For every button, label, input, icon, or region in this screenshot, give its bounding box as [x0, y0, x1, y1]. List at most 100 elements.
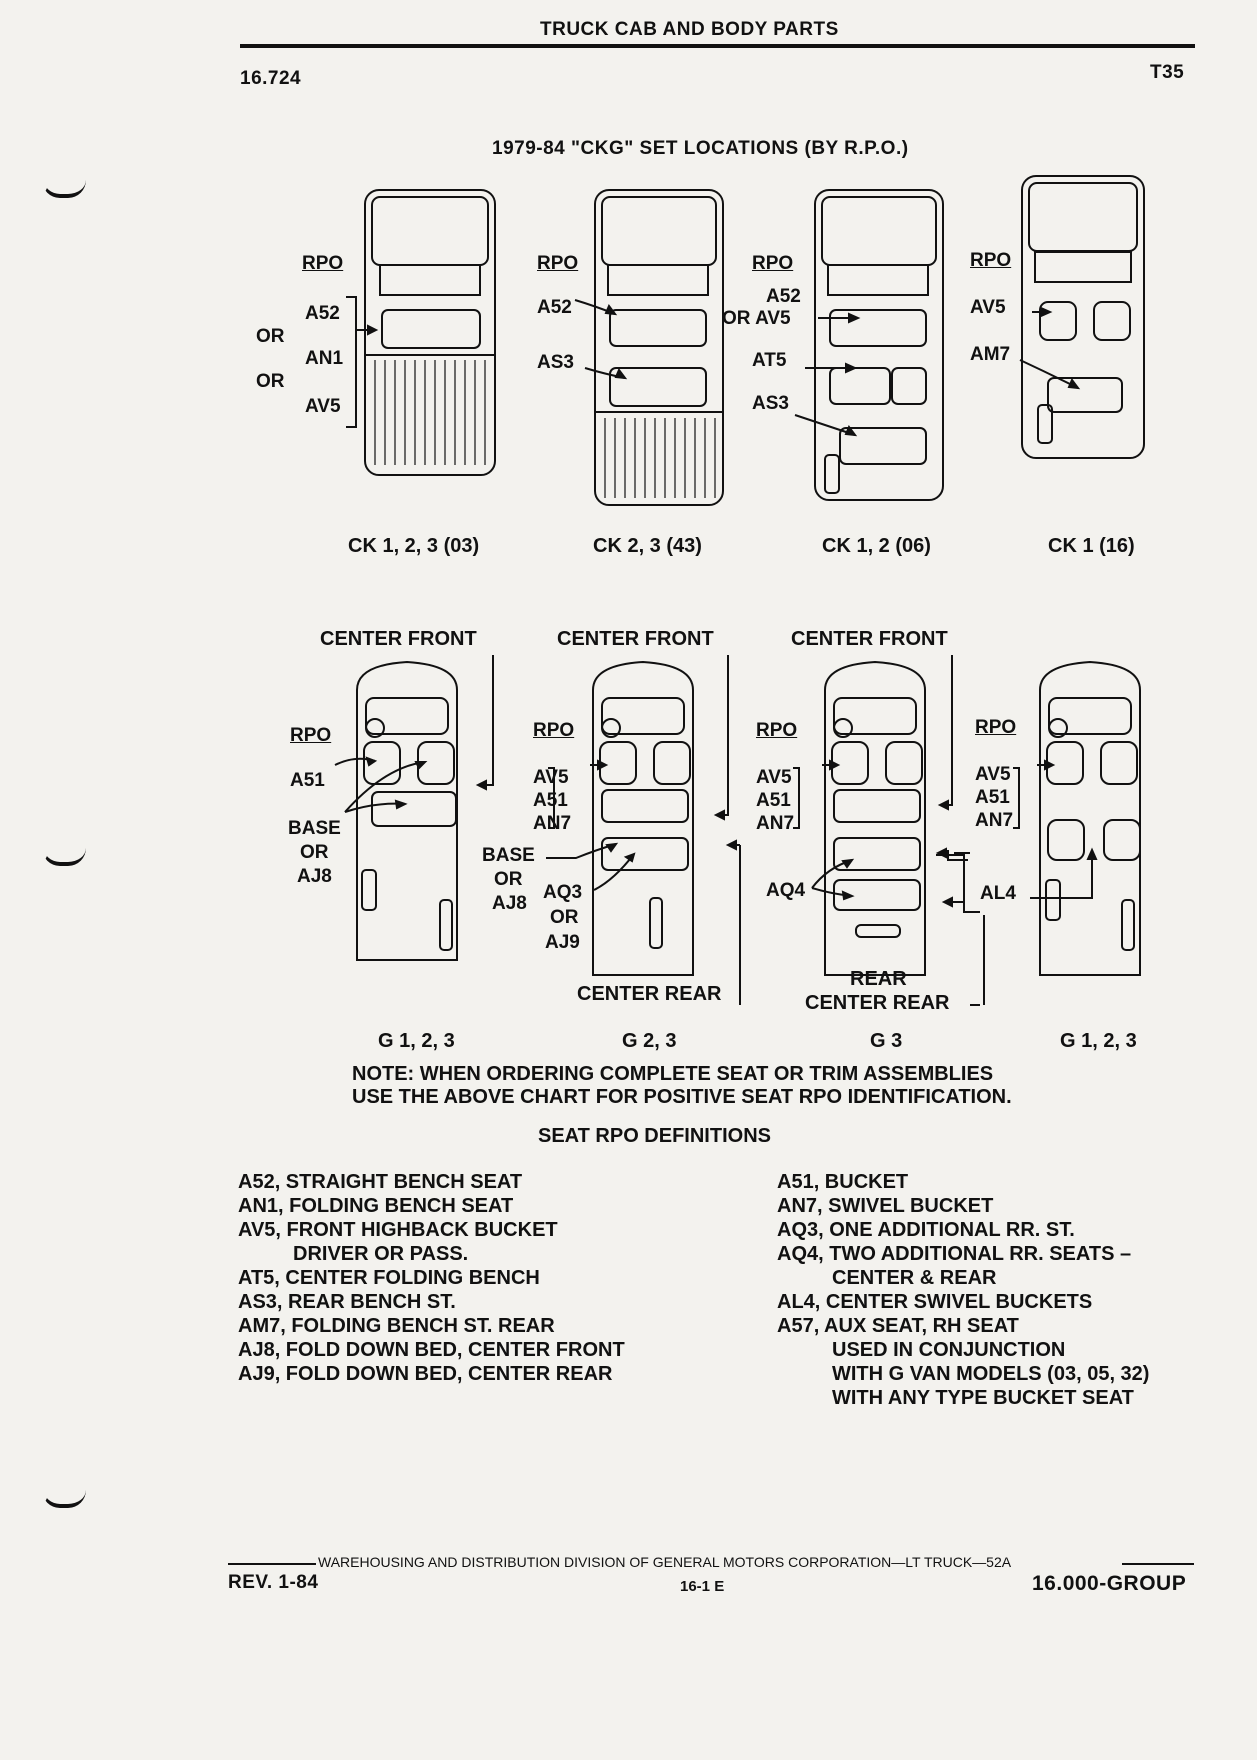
- definition-an7: AN7, SWIVEL BUCKET: [777, 1195, 994, 1217]
- page-title: TRUCK CAB AND BODY PARTS: [540, 19, 839, 40]
- caption-g-1-2-3-a: G 1, 2, 3: [378, 1030, 455, 1052]
- definition-an1: AN1, FOLDING BENCH SEAT: [238, 1195, 514, 1217]
- or-label-g2: OR: [494, 869, 523, 890]
- definition-al4: AL4, CENTER SWIVEL BUCKETS: [777, 1291, 1093, 1313]
- definition-aj8: AJ8, FOLD DOWN BED, CENTER FRONT: [238, 1339, 625, 1361]
- caption-ck-03: CK 1, 2, 3 (03): [348, 535, 480, 557]
- aj8-label-g2: AJ8: [492, 893, 527, 914]
- a51-label-g1: A51: [290, 770, 325, 791]
- base-label-g2: BASE: [482, 845, 535, 866]
- definition-a57-cont-3: WITH ANY TYPE BUCKET SEAT: [832, 1387, 1134, 1409]
- definition-a57-cont-1: USED IN CONJUNCTION: [832, 1339, 1066, 1361]
- at5-label-ck3: AT5: [752, 350, 787, 371]
- rpo-label-g3: RPO: [756, 720, 798, 741]
- a52-label-ck3: A52: [766, 286, 801, 307]
- definitions-title: SEAT RPO DEFINITIONS: [538, 1125, 771, 1147]
- center-front-label-3: CENTER FRONT: [791, 628, 948, 650]
- aj8-label-g1: AJ8: [297, 866, 332, 887]
- rpo-label-ck2: RPO: [537, 253, 579, 274]
- ck-blazer: [1021, 175, 1145, 459]
- definition-aq4-cont: CENTER & REAR: [832, 1267, 997, 1289]
- an7-label-g3: AN7: [756, 813, 795, 834]
- as3-label-ck2: AS3: [537, 352, 574, 373]
- rpo-label-ck4: RPO: [970, 250, 1012, 271]
- av5-label-g4: AV5: [975, 764, 1011, 785]
- ck-truck-crew-cab: [594, 189, 724, 506]
- or-label-g1: OR: [300, 842, 329, 863]
- section-number: 16.724: [240, 68, 302, 89]
- note-line-2: USE THE ABOVE CHART FOR POSITIVE SEAT RP…: [352, 1086, 1012, 1108]
- av5-label-g3: AV5: [756, 767, 792, 788]
- page-code: T35: [1150, 62, 1185, 83]
- or-label-ck1-a: OR: [256, 326, 285, 347]
- center-rear-label-2: CENTER REAR: [805, 992, 950, 1014]
- definition-at5: AT5, CENTER FOLDING BENCH: [238, 1267, 540, 1289]
- rpo-label-g1: RPO: [290, 725, 332, 746]
- center-rear-label-1: CENTER REAR: [577, 983, 722, 1005]
- rear-label-g3: REAR: [850, 968, 907, 990]
- g-van-1: [356, 660, 458, 961]
- g-van-4: [1039, 660, 1141, 976]
- a51-label-g3: A51: [756, 790, 791, 811]
- binder-clip-3: [42, 1490, 86, 1508]
- ckg-diagram-title: 1979-84 "CKG" SET LOCATIONS (BY R.P.O.): [492, 138, 909, 159]
- ck-suburban: [814, 189, 944, 501]
- an7-label-g2: AN7: [533, 813, 572, 834]
- definition-av5-cont: DRIVER OR PASS.: [293, 1243, 469, 1265]
- definition-a57: A57, AUX SEAT, RH SEAT: [777, 1315, 1019, 1337]
- definitions-right-list: A51, BUCKET AN7, SWIVEL BUCKET AQ3, ONE …: [777, 1170, 1149, 1410]
- caption-ck-43: CK 2, 3 (43): [593, 535, 702, 557]
- definition-a57-cont-2: WITH G VAN MODELS (03, 05, 32): [832, 1363, 1150, 1385]
- rpo-label-ck1: RPO: [302, 253, 344, 274]
- definition-am7: AM7, FOLDING BENCH ST. REAR: [238, 1315, 555, 1337]
- a52-label-ck2: A52: [537, 297, 572, 318]
- definition-as3: AS3, REAR BENCH ST.: [238, 1291, 456, 1313]
- base-label-g1: BASE: [288, 818, 341, 839]
- footer-group: 16.000-GROUP: [1032, 1572, 1187, 1595]
- center-front-label-1: CENTER FRONT: [320, 628, 477, 650]
- a52-label-ck1: A52: [305, 303, 340, 324]
- footer-rule-left: [228, 1563, 316, 1565]
- definition-aq4: AQ4, TWO ADDITIONAL RR. SEATS –: [777, 1243, 1132, 1265]
- or-label-ck1-b: OR: [256, 371, 285, 392]
- definition-a51: A51, BUCKET: [777, 1171, 909, 1193]
- or-av5-label-ck3: OR AV5: [722, 308, 791, 329]
- ck-truck-regular-cab: [364, 189, 496, 476]
- definition-av5: AV5, FRONT HIGHBACK BUCKET: [238, 1219, 558, 1241]
- aq3-label-g2: AQ3: [543, 882, 583, 903]
- an1-label-ck1: AN1: [305, 348, 344, 369]
- aq4-label-g3: AQ4: [766, 880, 806, 901]
- caption-g-2-3: G 2, 3: [622, 1030, 677, 1052]
- header-rule: [240, 44, 1195, 48]
- footer-page: 16-1 E: [680, 1578, 725, 1595]
- definitions-left-list: A52, STRAIGHT BENCH SEAT AN1, FOLDING BE…: [238, 1170, 625, 1386]
- caption-g-1-2-3-b: G 1, 2, 3: [1060, 1030, 1137, 1052]
- caption-ck-16: CK 1 (16): [1048, 535, 1135, 557]
- caption-ck-06: CK 1, 2 (06): [822, 535, 931, 557]
- footer-division: WAREHOUSING AND DISTRIBUTION DIVISION OF…: [318, 1554, 1012, 1570]
- a51-label-g4: A51: [975, 787, 1010, 808]
- an7-label-g4: AN7: [975, 810, 1014, 831]
- rpo-label-ck3: RPO: [752, 253, 794, 274]
- av5-label-ck4: AV5: [970, 297, 1006, 318]
- as3-label-ck3: AS3: [752, 393, 789, 414]
- binder-clip-2: [42, 848, 86, 866]
- al4-label-g4: AL4: [980, 883, 1016, 904]
- caption-g-3: G 3: [870, 1030, 903, 1052]
- center-front-label-2: CENTER FRONT: [557, 628, 714, 650]
- rpo-label-g4: RPO: [975, 717, 1017, 738]
- g-van-3: [824, 660, 926, 976]
- footer-rule-right: [1122, 1563, 1194, 1565]
- binder-clip-1: [42, 180, 86, 198]
- definition-aq3: AQ3, ONE ADDITIONAL RR. ST.: [777, 1219, 1075, 1241]
- or-label-g2-b: OR: [550, 907, 579, 928]
- definition-a52: A52, STRAIGHT BENCH SEAT: [238, 1171, 523, 1193]
- g-van-2: [592, 660, 694, 976]
- rpo-label-g2: RPO: [533, 720, 575, 741]
- note-line-1: NOTE: WHEN ORDERING COMPLETE SEAT OR TRI…: [352, 1063, 994, 1085]
- av5-label-g2: AV5: [533, 767, 569, 788]
- aj9-label-g2: AJ9: [545, 932, 580, 953]
- definition-aj9: AJ9, FOLD DOWN BED, CENTER REAR: [238, 1363, 613, 1385]
- av5-label-ck1: AV5: [305, 396, 341, 417]
